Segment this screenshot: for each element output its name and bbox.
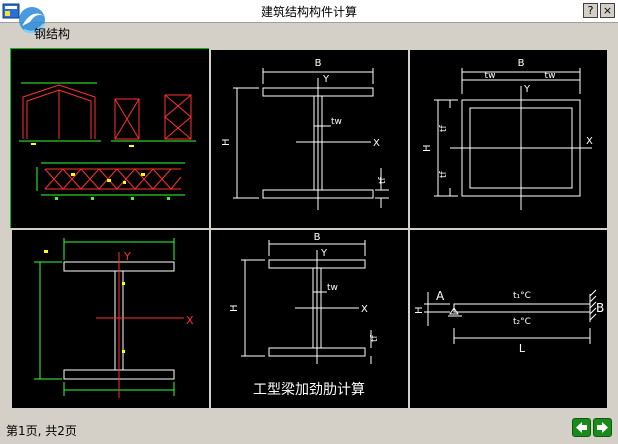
prev-page-button[interactable] [572, 418, 591, 437]
window-title: 建筑结构构件计算 [260, 5, 357, 19]
i-beam-drawing: B Y X tw H tf [221, 58, 389, 210]
label-tf-bottom: tf [439, 170, 449, 178]
next-page-button[interactable] [593, 418, 612, 437]
label-a: A [436, 289, 445, 303]
label-h: H [422, 144, 433, 152]
label-y: Y [322, 74, 330, 85]
beam-temperature-drawing: A B t₁°C t₂°C L H [414, 289, 604, 355]
label-x: X [373, 138, 380, 149]
title-bar: 建筑结构构件计算 ? × [0, 0, 618, 34]
thumbnail-beam-temperature[interactable]: A B t₁°C t₂°C L H [408, 228, 609, 410]
label-b: B [518, 58, 525, 69]
label-tw-left: tw [485, 71, 496, 81]
label-tw: tw [331, 117, 342, 127]
close-button[interactable]: × [600, 3, 615, 18]
arrow-right-icon [597, 422, 608, 433]
label-h: H [221, 138, 232, 146]
label-temp-bottom: t₂°C [513, 317, 531, 327]
label-l: L [519, 342, 526, 355]
watermark-logo [19, 7, 45, 34]
label-temp-top: t₁°C [513, 291, 531, 301]
label-b: B [315, 58, 322, 69]
app-icon [2, 3, 20, 19]
label-tf: tf [370, 334, 380, 342]
label-x: X [586, 136, 593, 147]
thumbnail-i-beam[interactable]: B Y X tw H tf [209, 48, 410, 230]
thumbnail-welded-i-section[interactable]: Y X [10, 228, 211, 410]
label-tw-right: tw [545, 71, 556, 81]
label-h: H [229, 304, 240, 312]
box-section-drawing: B tw tw Y X H tf tf [422, 58, 593, 210]
label-y: Y [523, 84, 531, 95]
thumbnail-steel-frame[interactable] [10, 48, 211, 230]
thumbnail-i-beam-stiffener[interactable]: B Y X tw H tf 工型梁加劲肋计算 [209, 228, 410, 410]
welded-i-drawing: Y X [34, 238, 194, 398]
help-button[interactable]: ? [583, 3, 598, 18]
page-status: 第1页, 共2页 [6, 424, 77, 438]
steel-frame-drawing [19, 82, 196, 200]
label-end-b: B [596, 301, 604, 315]
thumbnail-box-section[interactable]: B tw tw Y X H tf tf [408, 48, 609, 230]
label-x: X [361, 304, 368, 315]
label-y: Y [320, 248, 328, 259]
label-tf: tf [378, 176, 388, 184]
menu-hint: 钢结构 [34, 27, 71, 41]
i-beam-stiffener-drawing: B Y X tw H tf 工型梁加劲肋计算 [229, 232, 380, 398]
stiffener-caption: 工型梁加劲肋计算 [253, 382, 365, 398]
label-x: X [186, 314, 194, 327]
label-tw: tw [327, 283, 338, 293]
label-y: Y [123, 250, 131, 263]
label-h: H [414, 306, 425, 314]
arrow-left-icon [576, 422, 587, 433]
label-b: B [314, 232, 321, 243]
label-tf-top: tf [439, 124, 449, 132]
thumbnail-grid: B Y X tw H tf B tw tw [10, 48, 609, 410]
